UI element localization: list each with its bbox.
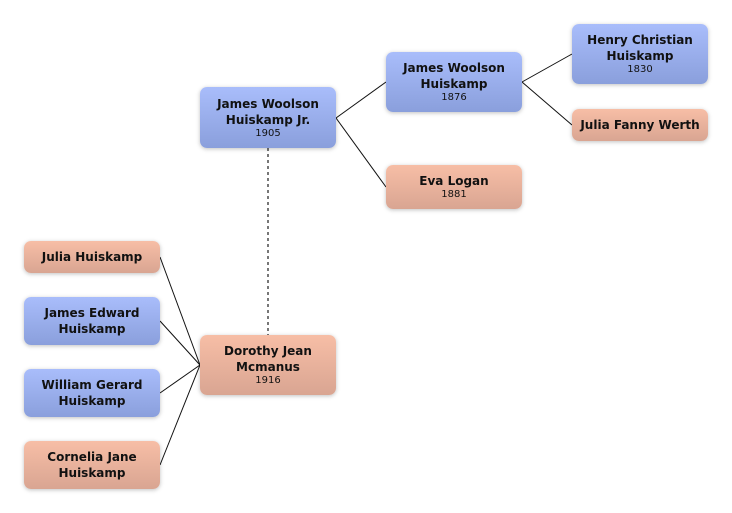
child-line: [159, 256, 201, 366]
person-name: James Woolson Huiskamp: [403, 61, 505, 91]
person-name: Cornelia Jane Huiskamp: [47, 450, 137, 480]
person-name: Eva Logan: [419, 174, 489, 188]
person-card-william-gerard-huiskamp[interactable]: William Gerard Huiskamp: [24, 369, 160, 417]
person-name: Henry Christian Huiskamp: [587, 33, 693, 63]
parent-line: [521, 53, 573, 83]
person-year: 1830: [627, 64, 653, 75]
person-year: 1876: [441, 92, 467, 103]
person-name: Julia Fanny Werth: [580, 118, 700, 132]
person-name: William Gerard Huiskamp: [41, 378, 143, 408]
person-name: Julia Huiskamp: [41, 250, 143, 264]
person-card-james-woolson-huiskamp-jr[interactable]: James Woolson Huiskamp Jr. 1905: [200, 87, 336, 148]
person-year: 1881: [441, 189, 467, 200]
parent-line: [521, 81, 573, 126]
person-name: James Edward Huiskamp: [44, 306, 140, 336]
person-name: Dorothy Jean Mcmanus: [224, 344, 312, 374]
person-card-henry-christian-huiskamp[interactable]: Henry Christian Huiskamp 1830: [572, 24, 708, 84]
parent-line: [335, 117, 387, 188]
person-card-dorothy-jean-mcmanus[interactable]: Dorothy Jean Mcmanus 1916: [200, 335, 336, 395]
person-year: 1916: [255, 375, 281, 386]
person-card-eva-logan[interactable]: Eva Logan 1881: [386, 165, 522, 209]
parent-line: [335, 81, 387, 119]
person-card-james-edward-huiskamp[interactable]: James Edward Huiskamp: [24, 297, 160, 345]
child-line: [159, 320, 201, 366]
child-line: [159, 364, 201, 466]
person-card-julia-huiskamp[interactable]: Julia Huiskamp: [24, 241, 160, 273]
child-line: [159, 364, 201, 394]
person-card-cornelia-jane-huiskamp[interactable]: Cornelia Jane Huiskamp: [24, 441, 160, 489]
person-card-julia-fanny-werth[interactable]: Julia Fanny Werth: [572, 109, 708, 141]
person-year: 1905: [255, 127, 281, 139]
person-card-james-woolson-huiskamp[interactable]: James Woolson Huiskamp 1876: [386, 52, 522, 112]
person-name: James Woolson Huiskamp Jr.: [217, 96, 319, 127]
